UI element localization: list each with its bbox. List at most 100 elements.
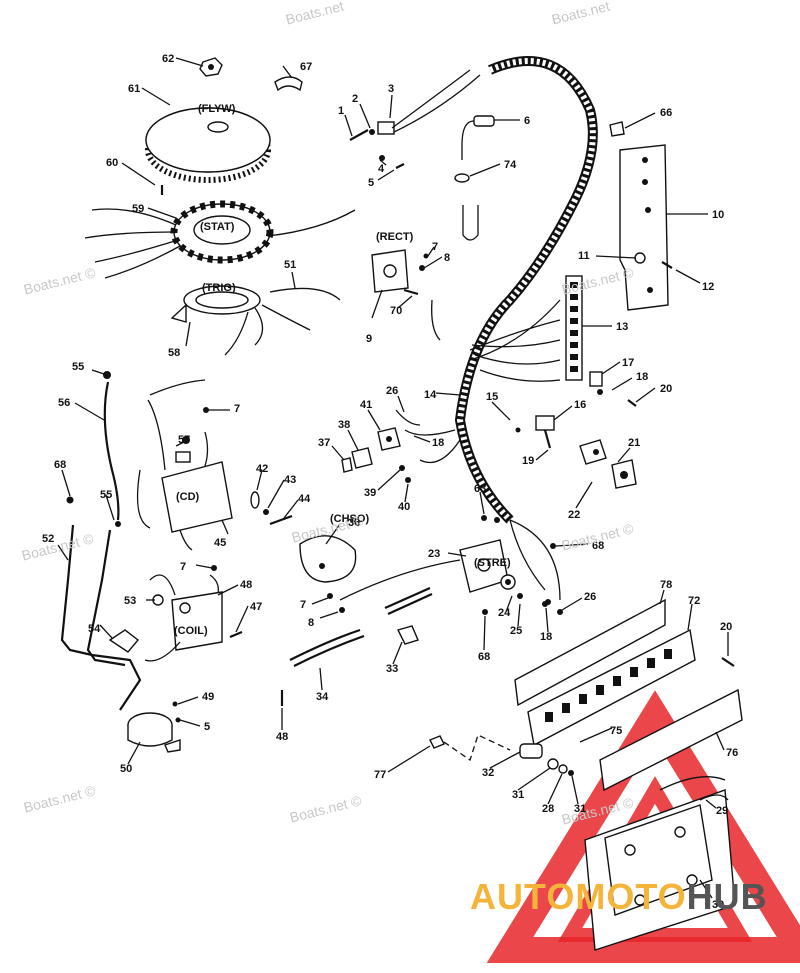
label-flyw: (FLYW): [198, 103, 236, 115]
callout-7c: 7: [180, 561, 186, 573]
switch-bracket: [349, 69, 481, 169]
callout-2: 2: [352, 93, 358, 105]
callout-68b: 68: [592, 540, 604, 552]
callout-41: 41: [360, 399, 372, 411]
callout-30: 30: [712, 899, 724, 911]
rectifier: [371, 249, 429, 296]
flywheel: [145, 107, 271, 183]
chso-part: [299, 535, 357, 583]
label-stat: (STAT): [200, 221, 235, 233]
solenoid-50: [127, 701, 181, 753]
callout-19: 19: [522, 455, 534, 467]
brand-part2: HUB: [686, 876, 768, 917]
callout-52: 52: [42, 533, 54, 545]
callout-5: 5: [368, 177, 374, 189]
callout-25: 25: [510, 625, 522, 637]
label-chso: (CHSO): [330, 513, 369, 525]
leader-lines: [57, 57, 729, 899]
callout-36: 36: [348, 517, 360, 529]
callout-70: 70: [390, 305, 402, 317]
callout-46: 48: [240, 579, 252, 591]
callout-77: 77: [374, 769, 386, 781]
callout-49: 49: [202, 691, 214, 703]
callout-26b: 26: [584, 591, 596, 603]
callout-32: 32: [482, 767, 494, 779]
component-labels: (FLYW) (STAT) (TRIG) (RECT) (CD) (CHSO) …: [174, 103, 511, 637]
label-stre: (STRE): [474, 557, 511, 569]
callout-54: 54: [88, 623, 101, 635]
callout-23: 23: [428, 548, 440, 560]
callout-37: 37: [318, 437, 330, 449]
callout-22: 22: [568, 509, 580, 521]
callout-28: 28: [542, 803, 554, 815]
bolts-42-44: [250, 491, 293, 526]
stator: [84, 200, 356, 279]
callout-34: 34: [316, 691, 329, 703]
callout-16: 16: [574, 399, 586, 411]
callout-68c: 68: [478, 651, 490, 663]
callout-8a: 8: [444, 252, 450, 264]
bracket-10: [609, 121, 673, 311]
label-trig: (TRIG): [202, 282, 236, 294]
callout-43: 43: [284, 474, 296, 486]
connector-6: [454, 115, 495, 241]
callout-61: 61: [128, 83, 140, 95]
coil: [144, 574, 243, 662]
mounting-plate: [584, 776, 736, 951]
lead-52: [60, 524, 142, 711]
relay-41: [377, 409, 421, 451]
callout-7d: 7: [300, 599, 306, 611]
callout-45: 45: [214, 537, 226, 549]
callout-74: 74: [504, 159, 517, 171]
callout-labels: 62 67 61 60 59 51 58 1 2 3 4 5 6 74 66 1…: [42, 53, 738, 911]
callout-9: 9: [366, 333, 372, 345]
plate-76: [599, 688, 743, 792]
callout-3: 3: [388, 83, 394, 95]
callout-8b: 8: [308, 617, 314, 629]
cd-module: [136, 379, 233, 551]
callout-51: 51: [284, 259, 296, 271]
callout-67: 67: [300, 61, 312, 73]
callout-10: 10: [712, 209, 724, 221]
callout-33: 33: [386, 663, 398, 675]
callout-24: 24: [498, 607, 511, 619]
callout-63: 63: [474, 483, 486, 495]
callout-18c: 18: [540, 631, 552, 643]
callout-26a: 26: [386, 385, 398, 397]
callout-21: 21: [628, 437, 640, 449]
callout-5b: 5: [204, 721, 210, 733]
callout-15: 15: [486, 391, 498, 403]
callout-58: 58: [168, 347, 180, 359]
callout-18b: 18: [432, 437, 444, 449]
part-38: [351, 447, 373, 469]
switch-16: [535, 415, 637, 489]
lead-long: [384, 586, 433, 616]
part-37: [341, 457, 353, 473]
callout-68a: 68: [54, 459, 66, 471]
callout-4: 4: [378, 163, 385, 175]
label-coil: (COIL): [174, 625, 208, 637]
label-cd: (CD): [176, 491, 200, 503]
callout-31a: 31: [512, 789, 524, 801]
callout-12: 12: [702, 281, 714, 293]
callout-40: 40: [398, 501, 410, 513]
callout-50: 50: [120, 763, 132, 775]
callout-29: 29: [716, 805, 728, 817]
clip-33: [396, 625, 419, 645]
main-harness: [404, 56, 598, 601]
callout-55a: 55: [72, 361, 84, 373]
terminal-block: [565, 275, 637, 407]
callout-75: 75: [610, 725, 622, 737]
lead-34: [289, 628, 365, 667]
callout-72: 72: [688, 595, 700, 607]
callout-1: 1: [338, 105, 344, 117]
callout-56: 56: [58, 397, 70, 409]
callout-62: 62: [162, 53, 174, 65]
label-rect: (RECT): [376, 231, 414, 243]
callout-59: 59: [132, 203, 144, 215]
callout-42: 42: [256, 463, 268, 475]
callout-17: 17: [622, 357, 634, 369]
callout-20b: 20: [720, 621, 732, 633]
brand-part1: AUTOMOTO: [470, 876, 687, 917]
